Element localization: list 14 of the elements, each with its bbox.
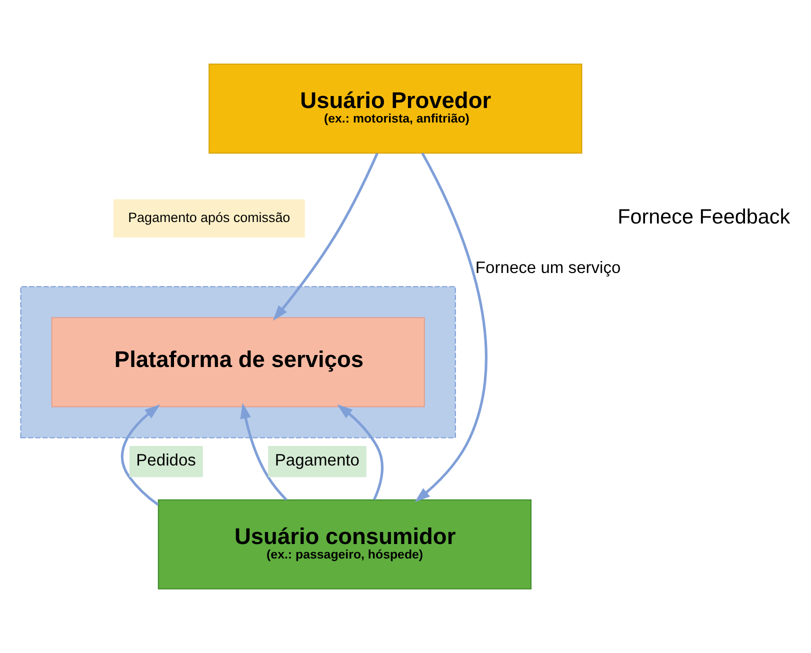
edge-label: Fornece um serviço (475, 258, 621, 277)
node-box: Usuário consumidor (ex.: passageiro, hóspede) (158, 499, 532, 590)
arrow (120, 404, 160, 506)
arrow (414, 152, 488, 502)
node-box: Usuário Provedor (ex.: motorista, anfitrião) (208, 64, 582, 154)
node-box: Plataforma de serviços (51, 317, 425, 408)
cluster (20, 286, 456, 438)
arrow (337, 404, 384, 500)
label: Fornece Feedback (618, 206, 790, 229)
arrow (273, 152, 378, 321)
edge-label: Pagamento (274, 450, 360, 470)
node-box: Pagamento após comissão (113, 199, 305, 238)
arrow (240, 402, 288, 501)
edge-label: Pedidos (136, 450, 196, 470)
